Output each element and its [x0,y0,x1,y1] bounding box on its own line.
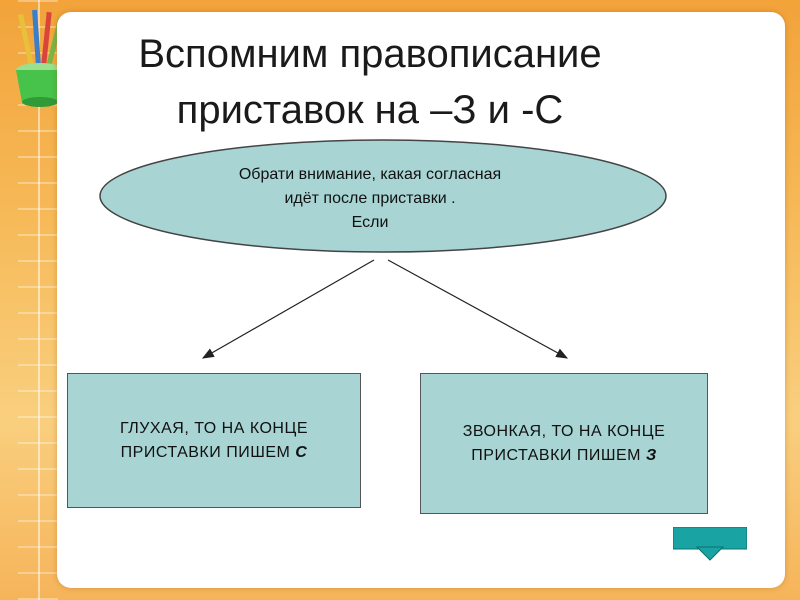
voiceless-line-1: ГЛУХАЯ, ТО НА КОНЦЕ [120,419,308,437]
voiced-line-2-text: ПРИСТАВКИ ПИШЕМ [471,446,646,464]
pencil-cup-icon [16,9,64,107]
voiceless-line-2: ПРИСТАВКИ ПИШЕМ С [121,441,308,465]
voiced-line-1: ЗВОНКАЯ, ТО НА КОНЦЕ [462,422,666,440]
voiceless-line-2-text: ПРИСТАВКИ ПИШЕМ [120,443,296,461]
voiced-box: ЗВОНКАЯ, ТО НА КОНЦЕ ПРИСТАВКИ ПИШЕМ З [420,373,708,514]
title-line-2: приставок на –З и -С [176,88,564,132]
title-line-1: Вспомним правописание [138,32,602,76]
slide-title: Вспомним правописание приставок на –З и … [0,26,740,138]
ellipse-text: Обрати внимание, какая согласная идёт по… [160,163,580,235]
voiceless-box: ГЛУХАЯ, ТО НА КОНЦЕ ПРИСТАВКИ ПИШЕМ С [67,373,361,508]
arrow-to-left-box [201,259,375,359]
down-arrow-icon[interactable] [673,527,747,561]
ellipse-line-1: Обрати внимание, какая согласная [238,166,502,183]
arrow-to-right-box [387,259,569,359]
voiced-letter: З [645,446,657,464]
ellipse-line-3: Если [351,214,389,231]
voiceless-letter: С [295,443,308,461]
ruler-line-decoration [38,0,40,600]
voiced-line-2: ПРИСТАВКИ ПИШЕМ З [471,444,656,468]
condition-ellipse [99,139,667,253]
ellipse-line-2: идёт после приставки . [284,190,456,207]
